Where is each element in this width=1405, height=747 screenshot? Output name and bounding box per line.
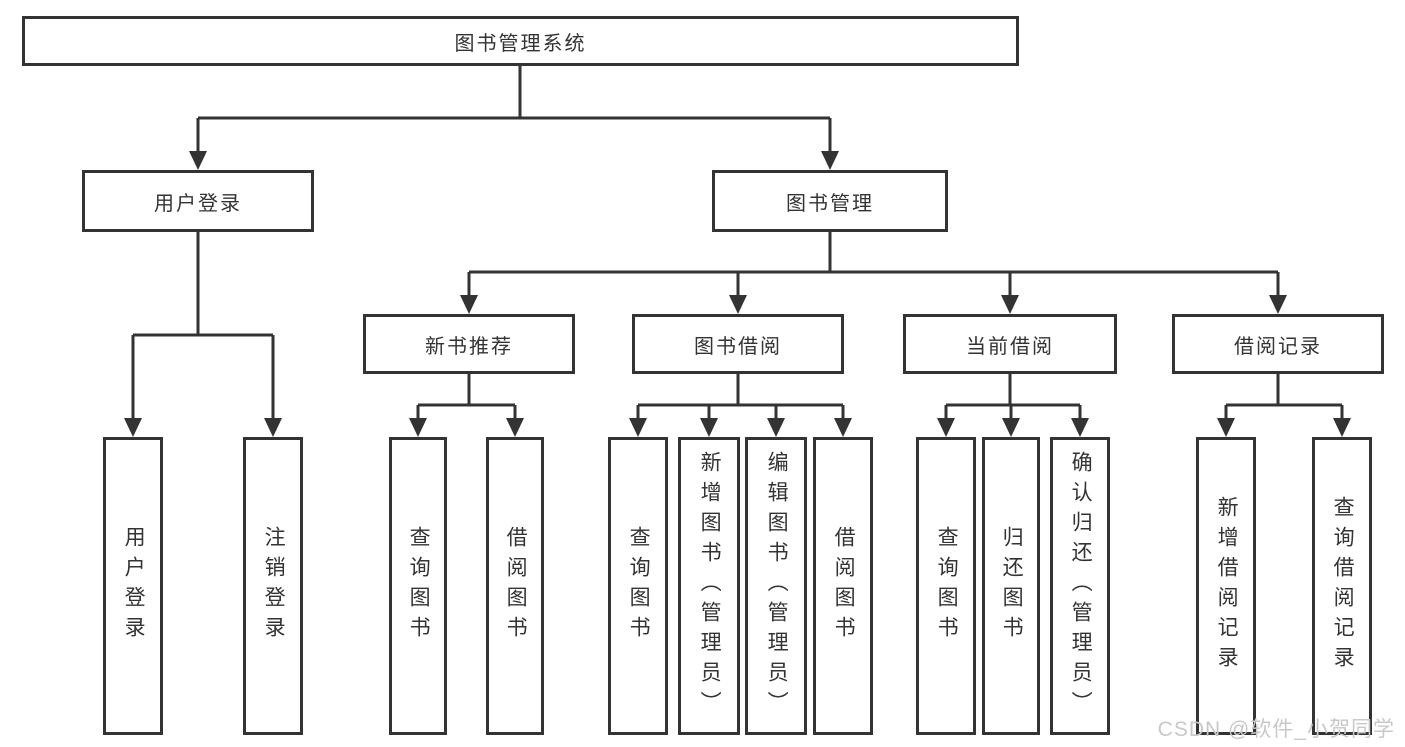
node-book-management: 图书管理 [712,170,948,232]
node-book-borrowing: 图书借阅 [632,314,844,374]
connector-paths [131,66,1344,419]
leaf-confirm-return-admin: 确认归还（管理员） [1050,437,1110,735]
leaf-logout: 注销登录 [243,437,303,735]
leaf-query-borrow-record: 查询借阅记录 [1312,437,1372,735]
leaf-add-borrow-record: 新增借阅记录 [1196,437,1256,735]
leaf-user-login: 用户登录 [103,437,163,735]
leaf-current-query-books: 查询图书 [916,437,976,735]
node-new-book-recommend: 新书推荐 [363,314,575,374]
csdn-watermark: CSDN @软件_小贺同学 [1157,718,1395,741]
leaf-recommend-query-books: 查询图书 [389,437,447,735]
leaf-recommend-borrow-books: 借阅图书 [486,437,544,735]
leaf-borrowing-query-books: 查询图书 [608,437,668,735]
leaf-borrowing-borrow-books: 借阅图书 [813,437,873,735]
leaf-add-books-admin: 新增图书（管理员） [678,437,740,735]
node-root-system: 图书管理系统 [22,16,1019,66]
node-user-login: 用户登录 [82,170,314,232]
arrowheads [124,151,1351,437]
node-current-borrowing: 当前借阅 [903,314,1117,374]
node-borrowing-records: 借阅记录 [1172,314,1384,374]
leaf-return-books: 归还图书 [982,437,1040,735]
leaf-edit-books-admin: 编辑图书（管理员） [745,437,807,735]
